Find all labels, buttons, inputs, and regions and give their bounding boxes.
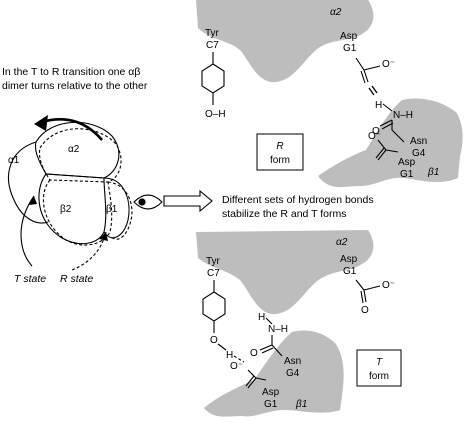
t-asp-bottom-label: Asp [262, 387, 280, 398]
t-beta1-label: β1 [295, 399, 307, 410]
middle-caption-line2: stabilize the R and T forms [222, 208, 347, 220]
r-form-box [256, 133, 304, 171]
r-asp-top-carboxylate [355, 57, 381, 84]
t-tyr-o-label: O [210, 335, 218, 346]
hollow-right-arrow [163, 189, 213, 213]
t-carbonyl-o: O [250, 348, 258, 359]
alpha1-label: α1 [8, 155, 20, 166]
r-asp-top-o-minus: O⁻ [382, 59, 395, 70]
r-g4-label: G4 [412, 148, 426, 159]
r-tyr-oh-label: O–H [205, 109, 226, 120]
t-state-pointer [20, 195, 35, 267]
r-tyrosine-ring [201, 52, 225, 105]
r-carbonyl-o: O [372, 126, 380, 137]
r-alpha2-region [196, 0, 374, 83]
r-asp-bottom-carboxylate [375, 139, 399, 161]
t-asp-top-carboxylate [355, 279, 381, 304]
r-asn-label: Asn [410, 136, 427, 147]
rotation-arrowhead [34, 115, 48, 131]
r-form-panel: α2 Tyr C7 Asp G1 O–H O⁻ H N–H O [196, 0, 463, 188]
r-state-label: R state [60, 273, 93, 285]
t-beta1-region [204, 330, 344, 417]
t-tyr-label: Tyr [206, 256, 221, 267]
r-asp-top-label: Asp [340, 31, 358, 42]
t-g1-bottom-label: G1 [264, 399, 278, 410]
r-beta1-label: β1 [427, 167, 439, 178]
t-c7-label: C7 [207, 268, 220, 279]
middle-caption-line1: Different sets of hydrogen bonds [222, 194, 374, 206]
t-form-box-word: form [369, 371, 389, 382]
t-g4-label: G4 [286, 368, 300, 379]
hemoglobin-tetramer: α1 α2 β2 β1 T state R state [7, 115, 163, 285]
t-asn-label: Asn [284, 356, 301, 367]
r-asp-bottom-o-minus: O⁻ [368, 131, 381, 142]
beta2-subunit [38, 173, 107, 245]
t-asp-top-label: Asp [340, 254, 358, 265]
t-form-panel: α2 Tyr C7 Asp G1 O H O⁻ O H N–H O [196, 230, 402, 417]
t-asp-top-o-minus: O⁻ [382, 280, 395, 291]
t-asp-bottom-o-minus: O⁻ [230, 361, 243, 372]
t-asp-top-o: O [361, 305, 369, 316]
alpha2-label: α2 [68, 144, 80, 155]
t-amide-nh: N–H [268, 324, 288, 335]
left-caption-line2: dimer turns relative to the other [2, 80, 148, 92]
r-state-outline-top [38, 128, 122, 183]
r-state-outline-beta1 [107, 181, 133, 240]
t-alpha2-region [196, 230, 374, 315]
r-hbond-dashes [368, 85, 378, 96]
alpha1-subunit [7, 141, 49, 224]
r-form-box-word: form [270, 155, 290, 166]
t-alpha2-label: α2 [336, 237, 348, 248]
t-asp-bottom-carboxylate [245, 369, 267, 389]
t-hbond-tyr [233, 355, 245, 363]
beta2-label: β2 [60, 204, 72, 215]
t-form-box-letter: T [376, 357, 383, 368]
r-form-box-letter: R [276, 141, 283, 152]
t-amide-h: H [258, 312, 265, 323]
r-c7-label: C7 [206, 40, 219, 51]
r-asp-bottom-label: Asp [398, 157, 416, 168]
t-tyr-h-label: H [226, 350, 233, 361]
r-g1-top-label: G1 [343, 43, 357, 54]
t-tyrosine-ring [202, 280, 226, 333]
r-beta1-region [318, 98, 463, 188]
r-h-label: H [375, 100, 382, 111]
t-form-box [356, 349, 402, 387]
t-state-label: T state [14, 273, 46, 285]
r-nh-label: N–H [393, 110, 413, 121]
alpha2-subunit [34, 121, 120, 179]
t-g1-top-label: G1 [343, 266, 357, 277]
r-state-outline-bottom [42, 179, 113, 246]
r-alpha2-label: α2 [330, 7, 342, 18]
beta1-subunit [103, 177, 130, 239]
r-tyr-label: Tyr [205, 28, 220, 39]
rotation-arrow [41, 118, 103, 141]
r-g1-bottom-label: G1 [400, 169, 414, 180]
eye-icon [133, 194, 163, 210]
left-caption-line1: In the T to R transition one αβ [2, 66, 140, 78]
beta1-label: β1 [106, 204, 118, 215]
